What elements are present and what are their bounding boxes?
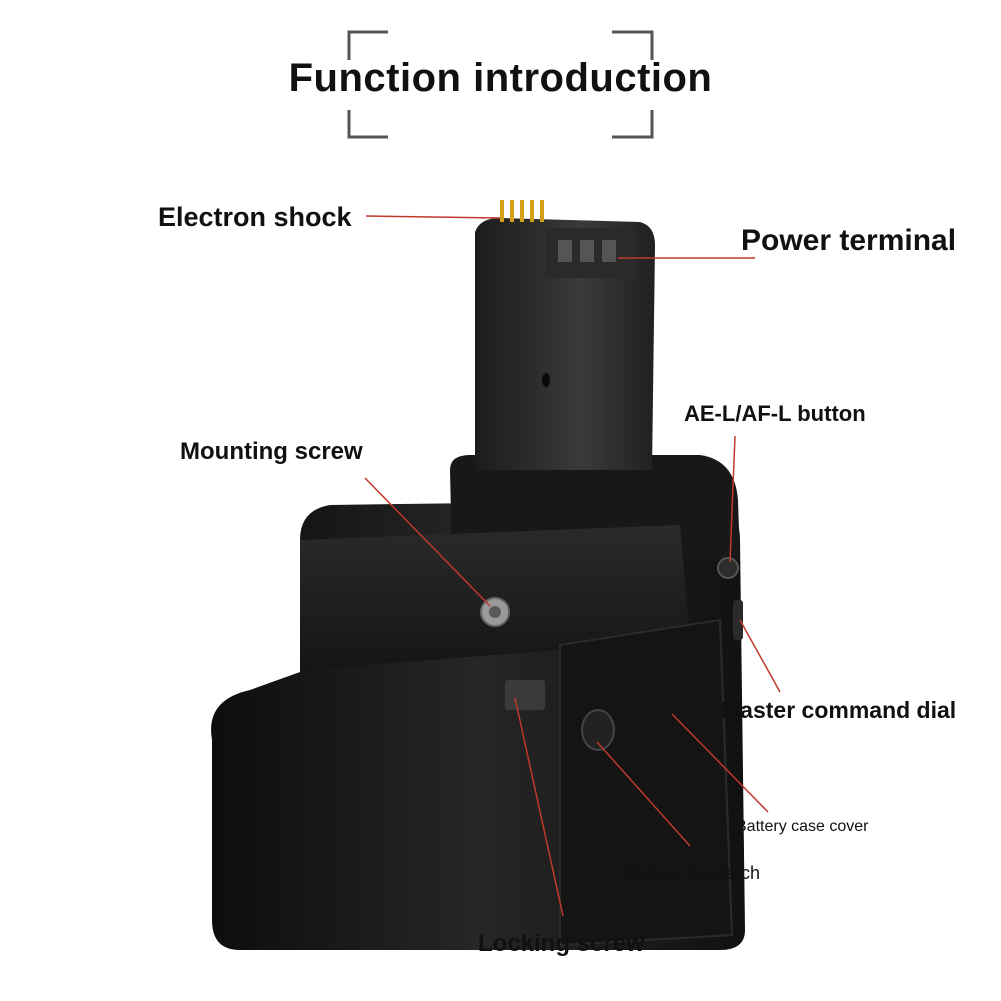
latch <box>581 709 615 751</box>
label-mounting-screw: Mounting screw <box>180 438 363 465</box>
leader-locking-screw <box>514 697 564 917</box>
label-ael-afl-button: AE-L/AF-L button <box>684 401 866 426</box>
battery-grip <box>211 200 746 950</box>
label-locking-screw: Locking screw <box>478 930 645 957</box>
side-dial <box>733 600 743 640</box>
leader-battery-cover <box>671 713 769 813</box>
battery-insert <box>475 218 655 470</box>
leader-electron-shock <box>365 215 501 219</box>
leader-mounting-screw <box>364 477 491 607</box>
leader-master-dial <box>739 619 781 693</box>
leader-battery-latch <box>596 741 691 847</box>
battery-cover-panel <box>559 618 734 947</box>
label-master-command-dial: Master command dial <box>721 697 957 723</box>
side-button <box>717 557 739 579</box>
label-battery-case-cover: Battery case cover <box>736 818 869 835</box>
title-bracket-right <box>612 30 654 139</box>
label-electron-shock: Electron shock <box>158 202 352 232</box>
label-battery-box-latch: Battery box latch <box>626 863 761 883</box>
label-power-terminal: Power terminal <box>741 224 957 257</box>
leader-lines <box>364 215 781 917</box>
locking-wheel <box>505 680 545 710</box>
leader-ael-afl <box>729 435 736 563</box>
page-title: Function introduction <box>288 56 713 100</box>
contact-pins <box>500 200 544 222</box>
title-bracket-left <box>347 30 388 139</box>
